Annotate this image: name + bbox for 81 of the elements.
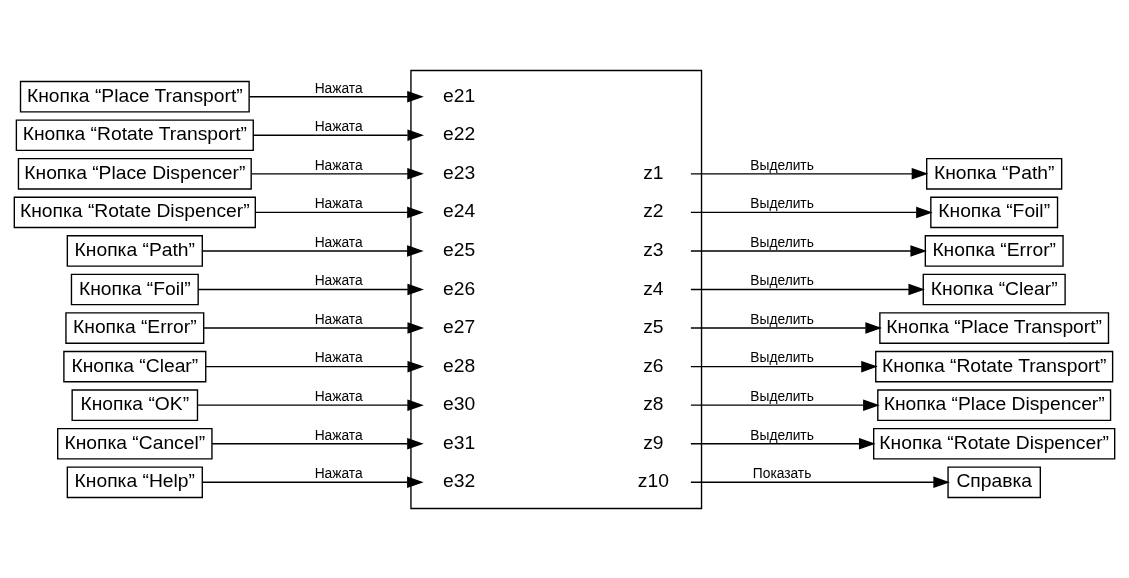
edge-label: Нажата bbox=[314, 427, 363, 443]
node-text: z8 bbox=[643, 392, 664, 414]
node-box: Кнопка “Rotate Transport” bbox=[15, 118, 254, 151]
edge-label: Нажата bbox=[314, 388, 363, 404]
node-text: e32 bbox=[443, 469, 476, 491]
cluster bbox=[410, 69, 703, 509]
node-text: e26 bbox=[443, 277, 476, 299]
edge-label: Нажата bbox=[314, 157, 363, 173]
arrow bbox=[690, 167, 929, 180]
arrow bbox=[211, 437, 424, 450]
edge-label: Выделить bbox=[750, 234, 814, 250]
node-text: e24 bbox=[443, 199, 476, 221]
edge-label: Выделить bbox=[750, 157, 814, 173]
node-box: Кнопка “Clear” bbox=[922, 273, 1066, 305]
node-box: Кнопка “Cancel” bbox=[57, 427, 213, 460]
node-box: Справка bbox=[947, 465, 1041, 498]
edge-label: Нажата bbox=[314, 195, 363, 211]
node-text: e22 bbox=[443, 122, 476, 144]
edge-label: Нажата bbox=[314, 234, 363, 250]
node-box: Кнопка “Place Transport” bbox=[879, 311, 1110, 344]
node-box: Кнопка “Rotate Dispencer” bbox=[13, 196, 256, 228]
node-text: e25 bbox=[443, 238, 476, 260]
node-text: z3 bbox=[643, 238, 664, 260]
arrow bbox=[690, 360, 878, 372]
node-box: Кнопка “Foil” bbox=[70, 273, 199, 305]
arrow bbox=[248, 90, 424, 102]
node-box: Кнопка “Error” bbox=[924, 234, 1064, 267]
node-box: Кнопка “Error” bbox=[65, 311, 205, 344]
edge-label: Нажата bbox=[314, 465, 363, 481]
node-box: Кнопка “Path” bbox=[926, 157, 1063, 190]
arrow bbox=[690, 437, 876, 450]
node-text: z4 bbox=[643, 277, 664, 299]
edge-label: Нажата bbox=[314, 80, 363, 96]
edge-label: Выделить bbox=[750, 349, 814, 365]
edge-label: Нажата bbox=[314, 311, 363, 327]
edge-label: Нажата bbox=[314, 118, 363, 134]
arrow bbox=[690, 398, 880, 411]
arrow bbox=[690, 283, 925, 295]
node-text: z1 bbox=[643, 161, 664, 183]
node-box: Кнопка “Help” bbox=[66, 465, 203, 498]
node-text: e28 bbox=[443, 354, 476, 376]
edge-label: Показать bbox=[752, 465, 812, 481]
edge-label: Выделить bbox=[750, 427, 814, 443]
node-text: e21 bbox=[443, 84, 476, 106]
arrow bbox=[197, 398, 424, 411]
arrow bbox=[203, 321, 424, 334]
node-text: e30 bbox=[443, 392, 476, 414]
arrow bbox=[254, 206, 424, 218]
node-box: Кнопка “Foil” bbox=[930, 196, 1059, 228]
node-text: e27 bbox=[443, 315, 476, 337]
node-box: Кнопка “Rotate Dispencer” bbox=[873, 427, 1116, 460]
node-text: e23 bbox=[443, 161, 476, 183]
node-text: z6 bbox=[643, 354, 664, 376]
node-text: z2 bbox=[643, 199, 664, 221]
node-text: z10 bbox=[637, 469, 669, 491]
arrow bbox=[690, 244, 927, 257]
edge-label: Выделить bbox=[750, 195, 814, 211]
edge-label: Нажата bbox=[314, 349, 363, 365]
node-text: z5 bbox=[643, 315, 664, 337]
arrow bbox=[252, 128, 424, 141]
node-box: Кнопка “OK” bbox=[71, 388, 199, 421]
node-text: z9 bbox=[643, 431, 664, 453]
node-box: Кнопка “Path” bbox=[66, 234, 203, 267]
node-box: Кнопка “Place Dispencer” bbox=[17, 157, 252, 190]
edge-label: Выделить bbox=[750, 311, 814, 327]
node-box: Кнопка “Place Dispencer” bbox=[877, 388, 1112, 421]
node-box: Кнопка “Clear” bbox=[63, 350, 207, 382]
arrow bbox=[690, 476, 950, 488]
node-box: Кнопка “Place Transport” bbox=[19, 80, 250, 113]
arrow bbox=[690, 321, 882, 334]
edge-label: Выделить bbox=[750, 272, 814, 288]
node-text: e31 bbox=[443, 431, 476, 453]
arrow bbox=[201, 476, 424, 488]
arrow bbox=[690, 206, 933, 218]
arrow bbox=[250, 167, 424, 180]
arrow bbox=[201, 244, 424, 257]
edge-label: Выделить bbox=[750, 388, 814, 404]
arrow bbox=[205, 360, 425, 372]
node-box: Кнопка “Rotate Transport” bbox=[875, 350, 1114, 382]
arrow bbox=[197, 283, 424, 295]
edge-label: Нажата bbox=[314, 272, 363, 288]
